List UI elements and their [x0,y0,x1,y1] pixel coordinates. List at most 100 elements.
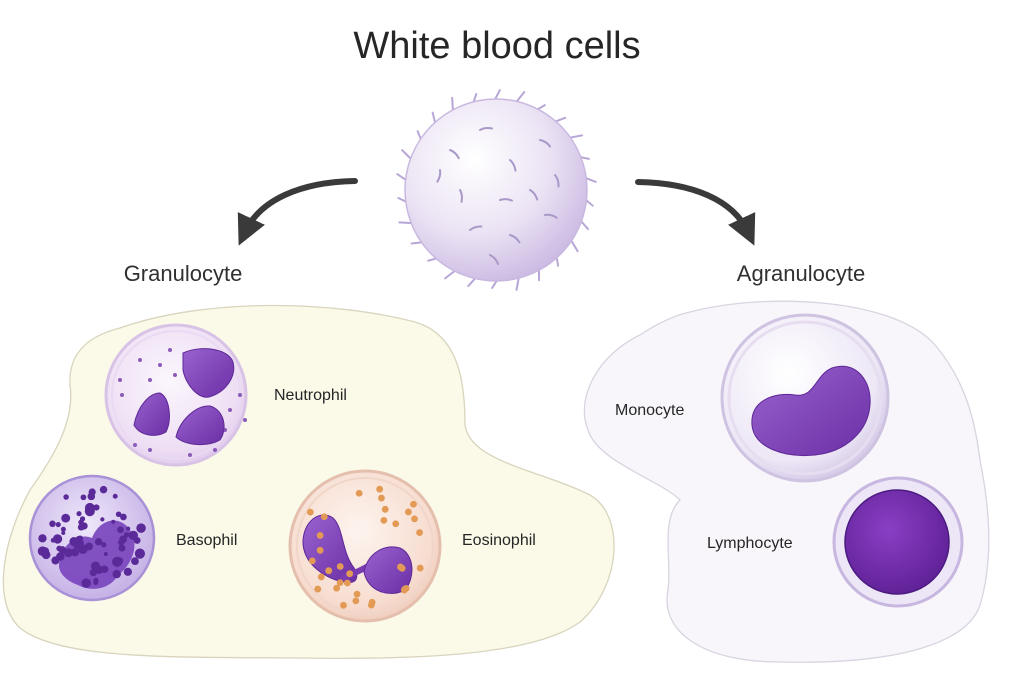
basophil-granule [76,511,82,517]
basophil-granule [136,523,146,533]
basophil-granule [93,504,100,511]
basophil-granule [115,511,122,518]
cell-fleck [529,189,539,201]
basophil-granule [120,513,127,521]
basophil-granule [118,544,126,552]
arrow-to-granulocyte [237,178,358,246]
basophil-granule [52,534,63,544]
basophil-granule [81,578,91,588]
cell-fleck [436,169,442,183]
monocyte-illustration [720,313,890,483]
eosinophil-granule [336,579,344,587]
cell-fleck [469,225,483,231]
eosinophil-granule [316,546,324,554]
neutrophil-granule [173,373,177,377]
basophil-granule [100,517,105,522]
neutrophil-granule [168,348,172,352]
basophil-granule [60,526,66,532]
basophil-granule [116,557,124,565]
eosinophil-granule [410,500,417,508]
arrow-to-agranulocyte [635,179,756,246]
eosinophil-granule [416,564,424,572]
basophil-granule [77,523,85,531]
lymphocyte-label: Lymphocyte [707,535,793,552]
basophil-granule [93,580,99,586]
basophil-granule [125,526,131,531]
lymphocyte-illustration [832,476,964,608]
neutrophil-label: Neutrophil [274,387,347,404]
granulocyte-label: Granulocyte [124,261,243,286]
neutrophil-granule [188,453,192,457]
neutrophil-granule [158,363,162,367]
basophil-granule [63,494,69,500]
eosinophil-granule [368,598,376,606]
basophil-granule [101,542,107,548]
basophil-granule [90,561,101,571]
neutrophil-granule [148,448,152,452]
neutrophil-granule [118,378,122,382]
eosinophil-granule [353,590,361,598]
basophil-granule [111,519,116,524]
cell-fleck [509,234,521,244]
eosinophil-granule [325,567,333,575]
eosinophil-granule [416,529,423,536]
basophil-granule [70,548,80,557]
diagram-title: White blood cells [353,25,640,67]
eosinophil-granule [333,584,341,592]
basophil-granule [123,567,133,576]
basophil-granule [41,550,51,560]
basophil-granule [84,502,95,513]
basophil-granule [103,551,108,556]
eosinophil-granule [316,532,324,539]
eosinophil-granule [306,508,314,516]
neutrophil-illustration [104,323,248,467]
eosinophil-granule [378,494,385,502]
basophil-granule [58,546,67,554]
cell-fleck [509,159,517,172]
basophil-granule [133,559,139,565]
eosinophil-granule [343,579,351,587]
cell-fleck [459,189,463,203]
basophil-granule [134,548,146,559]
cell-fleck [499,198,513,202]
eosinophil-granule [355,489,363,497]
basophil-granule [112,493,118,499]
basophil-granule [112,569,121,579]
basophil-granule [85,542,93,551]
neutrophil-granule [228,408,232,412]
basophil-granule [56,552,65,561]
eosinophil-granule [340,601,347,609]
cell-fleck [539,139,552,148]
basophil-granule [38,534,47,543]
eosinophil-granule [411,515,418,523]
cell-fleck [554,174,560,188]
eosinophil-granule [346,570,354,578]
basophil-granule [79,516,86,522]
basophil-granule [117,526,124,534]
eosinophil-granule [392,520,400,528]
basophil-granule [55,521,61,528]
basophil-granule [61,530,66,536]
eosinophil-granule [376,485,384,493]
basophil-label: Basophil [176,532,237,549]
neutrophil-granule [148,378,152,382]
basophil-granule [73,538,84,549]
basophil-granule [49,520,56,528]
eosinophil-granule [352,597,360,605]
eosinophil-granule [336,563,344,570]
cell-fleck [449,149,460,160]
eosinophil-granule [308,557,316,565]
eosinophil-granule [404,508,412,516]
basophil-granule [94,537,103,546]
neutrophil-granule [243,418,247,422]
neutrophil-granule [238,393,242,397]
eosinophil-granule [401,585,409,593]
white-blood-cell-illustration [396,89,597,291]
cell-fleck [489,254,500,265]
basophil-granule [64,548,74,558]
eosinophil-granule [398,564,406,572]
basophil-granule [80,494,87,501]
eosinophil-illustration [288,469,442,623]
